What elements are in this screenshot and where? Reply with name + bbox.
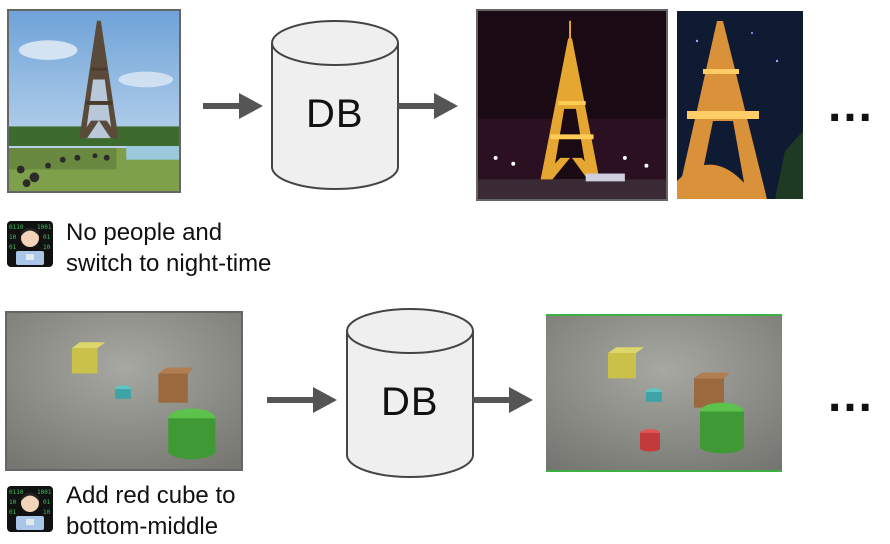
- svg-text:10: 10: [43, 509, 51, 516]
- svg-text:01: 01: [9, 509, 17, 516]
- svg-text:01: 01: [43, 499, 51, 506]
- more-results-ellipsis: …: [826, 79, 880, 132]
- input-photo-clevr-scene: [5, 311, 243, 471]
- svg-text:1001: 1001: [37, 489, 52, 496]
- caption-row-1: No people and switch to night-time: [66, 217, 271, 279]
- svg-text:01: 01: [43, 234, 51, 241]
- arrow-right-icon: [267, 387, 337, 413]
- caption-row-2: Add red cube to bottom-middle: [66, 480, 235, 542]
- database-label: DB: [306, 92, 364, 136]
- svg-text:01: 01: [9, 244, 17, 251]
- arrow-right-icon: [203, 93, 263, 119]
- caption-line: switch to night-time: [66, 250, 272, 277]
- arrow-right-icon: [398, 93, 458, 119]
- svg-text:10: 10: [9, 234, 17, 241]
- svg-text:10: 10: [43, 244, 51, 251]
- input-photo-eiffel-day: [7, 9, 181, 193]
- caption-line: No people and: [66, 219, 223, 246]
- svg-text:0110: 0110: [9, 489, 24, 496]
- caption-line: bottom-middle: [66, 513, 219, 540]
- svg-text:0110: 0110: [9, 224, 24, 231]
- result-photo-eiffel-night: [476, 9, 668, 201]
- result-photo-clevr-scene: [546, 314, 782, 472]
- svg-text:10: 10: [9, 499, 17, 506]
- result-photo-eiffel-night-closeup: [677, 11, 803, 199]
- more-results-ellipsis: …: [826, 369, 880, 422]
- arrow-right-icon: [473, 387, 533, 413]
- database-label: DB: [381, 380, 439, 424]
- svg-text:1001: 1001: [37, 224, 52, 231]
- caption-line: Add red cube to: [66, 482, 236, 509]
- database-cylinder-icon: [271, 20, 399, 190]
- database-cylinder-icon: [346, 308, 474, 478]
